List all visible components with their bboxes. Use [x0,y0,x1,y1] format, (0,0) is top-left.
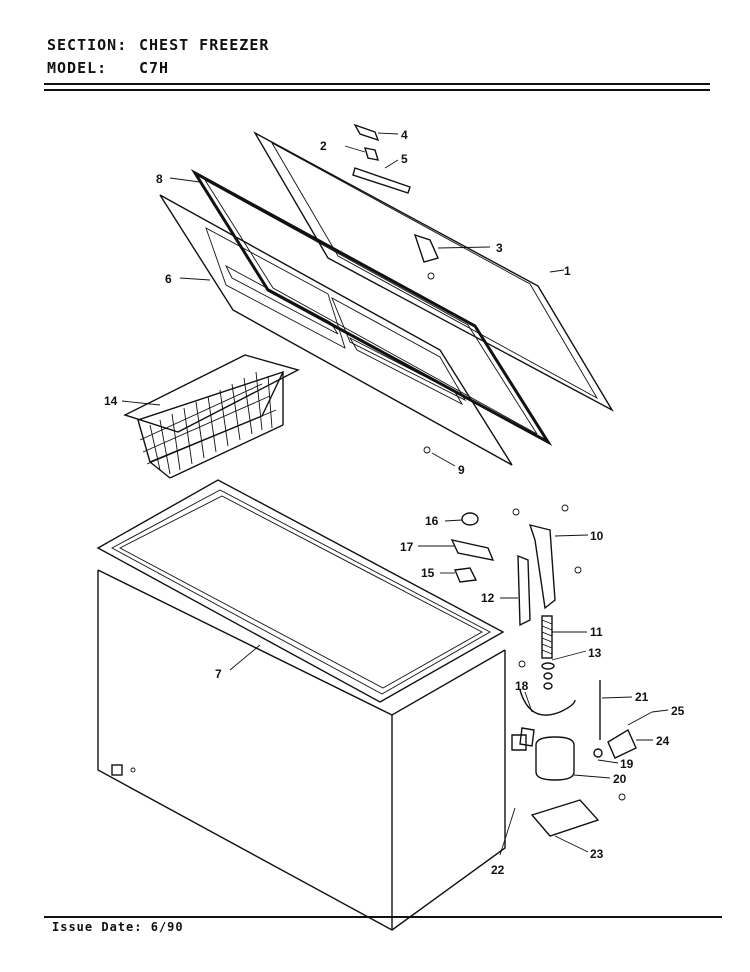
lid-hardware-parts [352,123,439,454]
wire-basket-part [123,354,300,479]
inner-lid-liner-part [159,194,513,466]
leader-lines [121,132,669,856]
section-value: CHEST FREEZER [139,36,270,54]
callout-21: 21 [635,690,649,704]
callout-18: 18 [515,679,529,693]
section-label: SECTION: [47,36,128,54]
issue-label: Issue Date: [52,920,143,934]
footer-rule [44,916,722,918]
callout-10: 10 [590,529,604,543]
callout-14: 14 [104,394,118,408]
callout-20: 20 [613,772,627,786]
model-label: MODEL: [47,59,108,77]
header-rule-bottom [44,89,710,91]
callout-3: 3 [496,241,503,255]
callout-17: 17 [400,540,414,554]
callout-25: 25 [671,704,685,718]
compressor-parts [519,727,626,837]
callout-2: 2 [320,139,327,153]
model-line: MODEL: C7H [47,59,169,77]
issue-value: 6/90 [150,920,184,934]
model-value: C7H [139,59,170,77]
callout-22: 22 [491,863,505,877]
hinge-parts [450,504,582,627]
header-rule-top [44,83,710,85]
callout-1: 1 [564,264,571,278]
callout-13: 13 [588,646,602,660]
callout-4: 4 [401,128,408,142]
issue-date: Issue Date: 6/90 [52,920,184,934]
callout-9: 9 [458,463,465,477]
callout-5: 5 [401,152,408,166]
callout-16: 16 [425,514,439,528]
callout-24: 24 [656,734,670,748]
callout-19: 19 [620,757,634,771]
cabinet-part [96,479,506,931]
callout-7: 7 [215,667,222,681]
callout-6: 6 [165,272,172,286]
lid-gasket-part [190,168,553,447]
electrical-parts [511,680,653,759]
callout-11: 11 [590,625,603,639]
callout-23: 23 [590,847,604,861]
callout-15: 15 [421,566,435,580]
section-line: SECTION: CHEST FREEZER [47,36,269,54]
callout-8: 8 [156,172,163,186]
callout-12: 12 [481,591,495,605]
spring-parts [518,615,555,690]
outer-lid-part [253,131,614,412]
